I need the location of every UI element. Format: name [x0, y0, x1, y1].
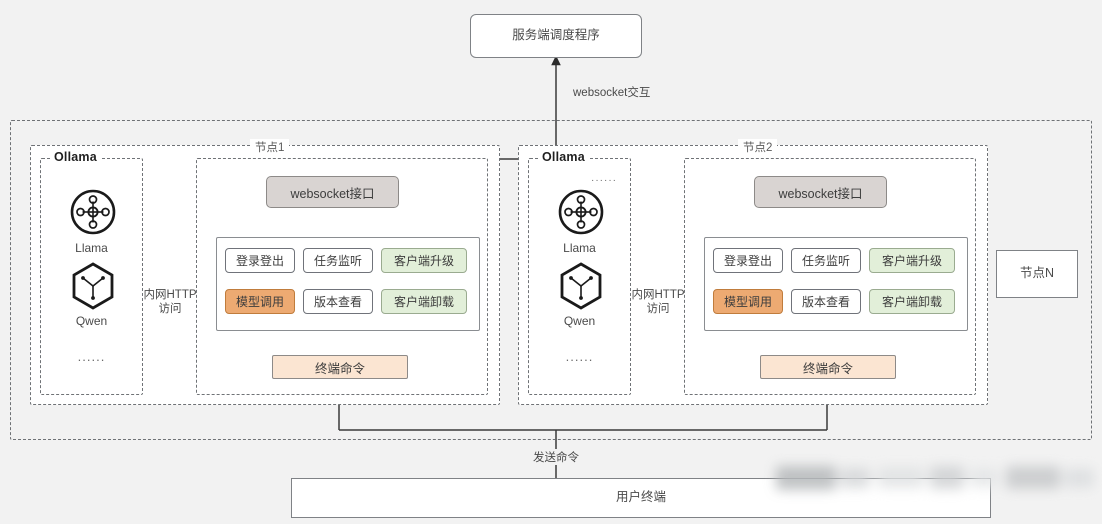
node-1-feature-5[interactable]: 客户端卸载	[381, 289, 467, 314]
node-1-http-label-line1: 内网HTTP	[143, 289, 197, 301]
node-2-model-name-0: Llama	[563, 241, 596, 255]
node-1-feature-2[interactable]: 客户端升级	[381, 248, 467, 273]
user-terminal-box[interactable]: 用户终端	[291, 478, 991, 518]
node-1-feature-0-label: 登录登出	[235, 254, 284, 268]
node-n-box[interactable]: 节点N	[996, 250, 1078, 298]
node-2-feature-5-label: 客户端卸载	[881, 295, 942, 309]
node-1-feature-3[interactable]: 模型调用	[225, 289, 295, 314]
node-2-http-label-line1: 内网HTTP	[631, 289, 685, 301]
node-2-websocket-box[interactable]: websocket接口	[754, 176, 887, 208]
node-2-feature-2[interactable]: 客户端升级	[869, 248, 955, 273]
node-2-ollama-title: Ollama	[539, 150, 588, 164]
node-1-feature-1[interactable]: 任务监听	[303, 248, 373, 273]
websocket-interaction-label: websocket交互	[570, 84, 654, 100]
node-1-ollama-more: ......	[77, 349, 106, 364]
node-1-feature-1-label: 任务监听	[313, 254, 362, 268]
node-n-label: 节点N	[1019, 266, 1055, 281]
node-1-feature-5-label: 客户端卸载	[393, 295, 454, 309]
node-1-websocket-box[interactable]: websocket接口	[266, 176, 399, 208]
node-2-feature-4[interactable]: 版本查看	[791, 289, 861, 314]
node-1-http-label: 内网HTTP 访问	[143, 288, 197, 317]
node-2-ollama-box: Ollama ······ Llama Qwen ......	[528, 150, 631, 395]
node-2-feature-0-label: 登录登出	[723, 254, 772, 268]
node-1-terminal-command-label: 终端命令	[314, 361, 365, 376]
blurred-watermark	[768, 462, 1098, 496]
node-1-model-name-0: Llama	[75, 241, 108, 255]
qwen-hexagon-icon	[72, 262, 114, 310]
node-2-terminal-command-label: 终端命令	[802, 361, 853, 376]
node-2-ollama-more-top: ······	[591, 175, 617, 186]
node-1-feature-2-label: 客户端升级	[393, 254, 454, 268]
node-1-feature-4-label: 版本查看	[313, 295, 362, 309]
node-2-feature-panel: 登录登出 任务监听 客户端升级 模型调用 版本查看 客户端卸载	[704, 237, 968, 331]
server-scheduler-label: 服务端调度程序	[512, 28, 600, 43]
node-2-http-label-line2: 访问	[646, 303, 670, 316]
node-2-ollama-more: ......	[565, 349, 594, 364]
node-2-websocket-label: websocket接口	[778, 186, 863, 201]
qwen-hexagon-icon	[560, 262, 602, 310]
node-1-feature-4[interactable]: 版本查看	[303, 289, 373, 314]
node-1-ollama-title: Ollama	[51, 150, 100, 164]
node-1-feature-0[interactable]: 登录登出	[225, 248, 295, 273]
node-1-feature-panel: 登录登出 任务监听 客户端升级 模型调用 版本查看 客户端卸载	[216, 237, 480, 331]
node-2-feature-4-label: 版本查看	[801, 295, 850, 309]
node-2-tag: 节点2	[738, 139, 778, 155]
node-2-feature-5[interactable]: 客户端卸载	[869, 289, 955, 314]
node-2-feature-1[interactable]: 任务监听	[791, 248, 861, 273]
node-2-http-label: 内网HTTP 访问	[631, 288, 685, 317]
node-2-terminal-command-box[interactable]: 终端命令	[760, 355, 896, 379]
server-scheduler-box[interactable]: 服务端调度程序	[470, 14, 642, 58]
node-2-feature-2-label: 客户端升级	[881, 254, 942, 268]
node-2-model-name-1: Qwen	[563, 314, 596, 328]
node-2-feature-1-label: 任务监听	[801, 254, 850, 268]
node-1-websocket-label: websocket接口	[290, 186, 375, 201]
node-1-feature-3-label: 模型调用	[235, 295, 284, 309]
llama-network-icon	[70, 189, 116, 235]
cluster-container	[10, 120, 1092, 440]
node-1-terminal-command-box[interactable]: 终端命令	[272, 355, 408, 379]
node-1-http-label-line2: 访问	[158, 303, 182, 316]
node-2-feature-3-label: 模型调用	[723, 295, 772, 309]
send-command-label: 发送命令	[530, 449, 582, 465]
node-1-model-name-1: Qwen	[75, 314, 108, 328]
user-terminal-label: 用户终端	[615, 490, 666, 505]
llama-network-icon	[558, 189, 604, 235]
node-2-feature-0[interactable]: 登录登出	[713, 248, 783, 273]
node-2-feature-3[interactable]: 模型调用	[713, 289, 783, 314]
node-1-tag: 节点1	[250, 139, 290, 155]
node-1-ollama-box: Ollama Llama Qwen ......	[40, 150, 143, 395]
